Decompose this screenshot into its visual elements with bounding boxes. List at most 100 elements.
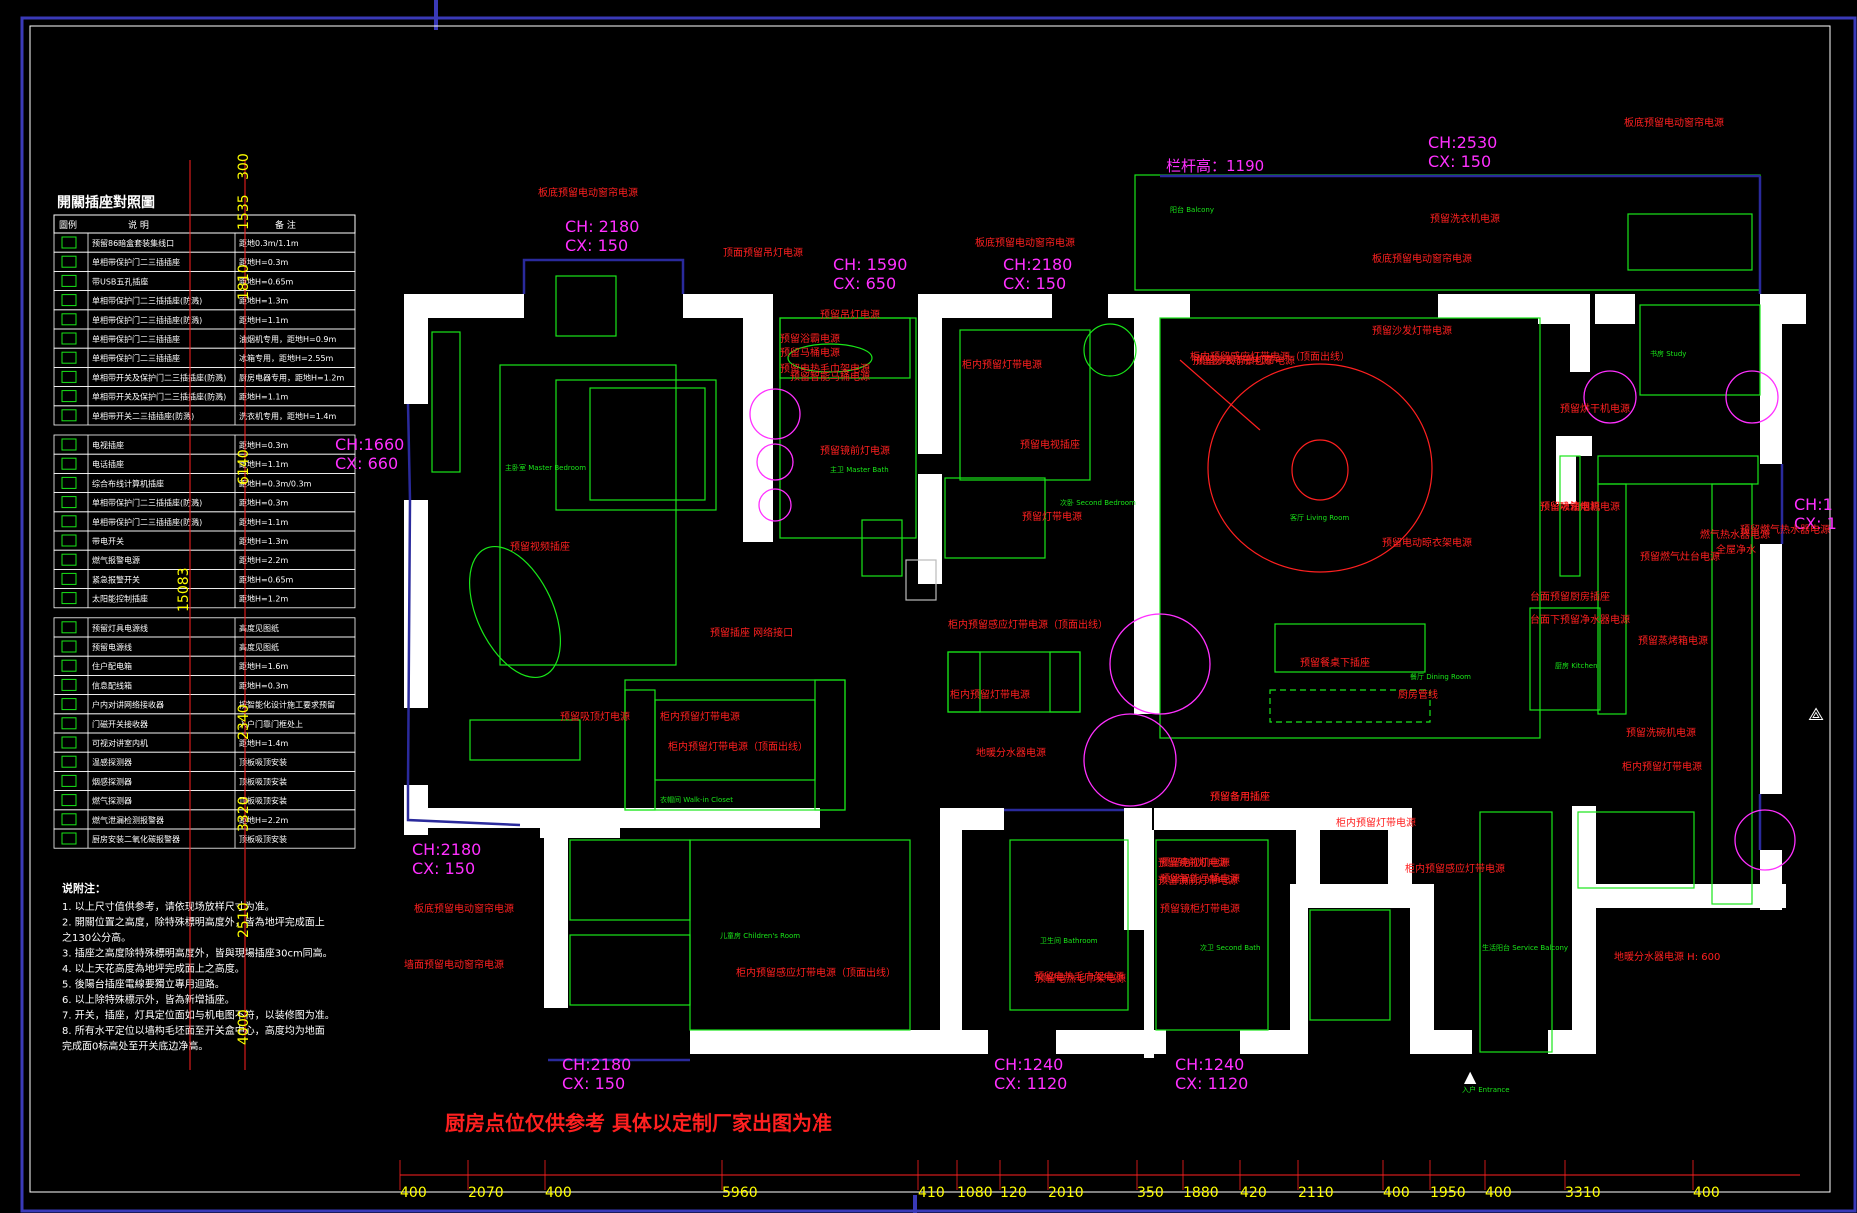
- legend-symbol-icon: [61, 351, 77, 364]
- room-name: 书房 Study: [1650, 349, 1686, 358]
- electrical-label: 预留洗碗机电源: [1626, 726, 1696, 739]
- legend-row-note: 距地H=1.1m: [239, 517, 288, 527]
- notes-line: 7. 开关，插座，灯具定位面如与机电图不符，以装修图为准。: [62, 1009, 335, 1022]
- legend-row-desc: 燃气泄漏检测报警器: [92, 815, 164, 825]
- legend-row-desc: 单相带保护门二三插插座(防溅): [92, 315, 202, 325]
- legend-symbol-icon: [61, 255, 77, 268]
- legend-row: [53, 405, 356, 426]
- room-name: 卫生间 Bathroom: [1040, 936, 1098, 945]
- legend-row-note: 距地H=0.65m: [239, 574, 294, 584]
- ceiling-tag-ch: CH:2180: [1003, 255, 1072, 274]
- legend-row-desc: 单相带开关二三插插座(防溅): [92, 411, 194, 421]
- ceiling-tag-cx: CX: 150: [565, 236, 628, 255]
- legend-row-note: 距地H=0.3m: [239, 440, 288, 450]
- railing-label: 栏杆高：1190: [1166, 157, 1264, 175]
- electrical-label: 预留备用插座: [1210, 790, 1270, 803]
- ceiling-tag-cx: CX: 150: [1428, 152, 1491, 171]
- notes-line: 8. 所有水平定位以墙构毛坯面至开关盒中心，高度均为地面: [62, 1024, 325, 1037]
- room-name: 入户 Entrance: [1462, 1085, 1510, 1094]
- left-dim-label: 1535: [236, 194, 252, 230]
- ceiling-tag-ch: CH:2180: [412, 840, 481, 859]
- electrical-label: 预留燃气灶台电源: [1640, 550, 1720, 563]
- room-name: 主卫 Master Bath: [830, 465, 889, 474]
- legend-symbol-icon: [61, 457, 77, 470]
- compass-marker: ⟁: [1808, 704, 1824, 725]
- left-dim-label: 6140: [236, 449, 252, 485]
- legend-row-note: 顶板吸顶安装: [239, 757, 287, 767]
- electrical-label: 预留电热毛巾架电源: [1036, 972, 1126, 985]
- bottom-dim-label: 400: [1383, 1185, 1410, 1201]
- legend-row-desc: 单相带保护门二三插插座: [92, 353, 180, 363]
- left-dim-label: 4000: [236, 1009, 252, 1045]
- legend-row-note: 距地H=1.3m: [239, 536, 288, 546]
- legend-row-note: 高度见图纸: [239, 642, 279, 652]
- bottom-dim-label: 420: [1240, 1185, 1267, 1201]
- left-dim-label: 3320: [236, 796, 252, 832]
- legend-title: 開關插座對照圖: [57, 194, 155, 211]
- legend-symbol-icon: [61, 678, 77, 691]
- legend-row-note: 距地H=1.2m: [239, 594, 288, 604]
- electrical-label: 预留镜前灯电源: [820, 444, 890, 457]
- notes-block: 说附注：1. 以上尺寸值供参考，请依现场放样尺寸为准。2. 開關位置之高度，除特…: [62, 881, 335, 1053]
- ceiling-tag-ch: CH: 2180: [565, 217, 639, 236]
- bottom-dim-label: 2010: [1048, 1185, 1084, 1201]
- legend-row-note: 冰箱专用，距地H=2.55m: [239, 353, 334, 363]
- legend-row-desc: 温感探测器: [92, 757, 132, 767]
- notes-line: 完成面0标高处至开关底边净高。: [62, 1040, 208, 1053]
- ceiling-tag-cx: CX: 150: [412, 859, 475, 878]
- window-lines: [406, 174, 1784, 1062]
- bottom-dim-label: 3310: [1565, 1185, 1601, 1201]
- footer-note: 厨房点位仅供参考 具体以定制厂家出图为准: [445, 1111, 832, 1135]
- legend-symbol-icon: [61, 274, 77, 287]
- electrical-label: 顶面预留吊灯电源: [723, 246, 803, 259]
- electrical-label: 预留电视机电源: [1160, 856, 1230, 869]
- legend-row-note: 按智能化设计施工要求预留: [239, 700, 335, 710]
- drawing-frame: [20, 16, 1857, 1213]
- electrical-label: 预留插座 网络接口: [710, 626, 793, 639]
- ceiling-fixture-circles: [749, 370, 1796, 871]
- room-name: 厨房 Kitchen: [1555, 661, 1598, 670]
- legend-row-desc: 厨房安装二氧化碳报警器: [92, 834, 180, 844]
- legend-row-desc: 综合布线计算机插座: [92, 478, 164, 488]
- legend-row-note: 顶板吸顶安装: [239, 834, 287, 844]
- bottom-dim-label: 5960: [722, 1185, 758, 1201]
- notes-line: 5. 後陽台插座電線要獨立專用迴路。: [62, 978, 225, 991]
- legend-row-note: 距地H=0.3m/0.3m: [239, 478, 312, 488]
- electrical-label: 墙面预留电动窗帘电源: [404, 958, 504, 971]
- room-name: 客厅 Living Room: [1290, 513, 1349, 522]
- legend-row-note: 油烟机专用，距地H=0.9m: [239, 334, 336, 344]
- electrical-label: 板底预留电动窗帘电源: [538, 186, 638, 199]
- legend-col-note: 备 注: [275, 219, 296, 231]
- legend-row-desc: 太阳能控制插座: [92, 594, 148, 604]
- legend-row-desc: 单相带保护门二三插插座: [92, 257, 180, 267]
- electrical-label: 预留蒸烤箱电源: [1638, 634, 1708, 647]
- ceiling-tag-cx: CX: 650: [833, 274, 896, 293]
- electrical-label: 预留洗衣机电源: [1430, 212, 1500, 225]
- legend-row-desc: 单相带保护门二三插插座(防溅): [92, 517, 202, 527]
- legend-symbol-icon: [61, 313, 77, 326]
- legend-symbol-icon: [61, 736, 77, 749]
- electrical-label: 全屋净水: [1716, 543, 1756, 556]
- electrical-label: 柜内预留灯带电源: [1336, 816, 1416, 829]
- legend-row-desc: 电视插座: [92, 440, 124, 450]
- drawing-border: [29, 25, 1831, 1193]
- legend-row: [53, 588, 356, 609]
- electrical-label: 柜内预留灯带电源: [962, 358, 1042, 371]
- legend-symbol-icon: [61, 659, 77, 672]
- legend-row-note: 厨房电器专用，距地H=1.2m: [239, 372, 344, 382]
- legend-row-desc: 电话插座: [92, 459, 124, 469]
- legend-row-note: 距地H=1.1m: [239, 459, 288, 469]
- notes-line: 之130公分高。: [62, 931, 131, 944]
- ceiling-tag-ch: CH:1660: [335, 435, 404, 454]
- ceiling-tag-cx: CX: 1120: [994, 1074, 1067, 1093]
- electrical-label: 预留智能马桶电源: [790, 370, 870, 383]
- legend-symbol-icon: [61, 621, 77, 634]
- room-name: 餐厅 Dining Room: [1410, 672, 1471, 681]
- legend-row-desc: 带电开关: [92, 536, 124, 546]
- electrical-label: 板底预留电动窗帘电源: [414, 902, 514, 915]
- electrical-label: 柜内预留灯带电源: [1622, 760, 1702, 773]
- legend-symbol-icon: [61, 592, 77, 605]
